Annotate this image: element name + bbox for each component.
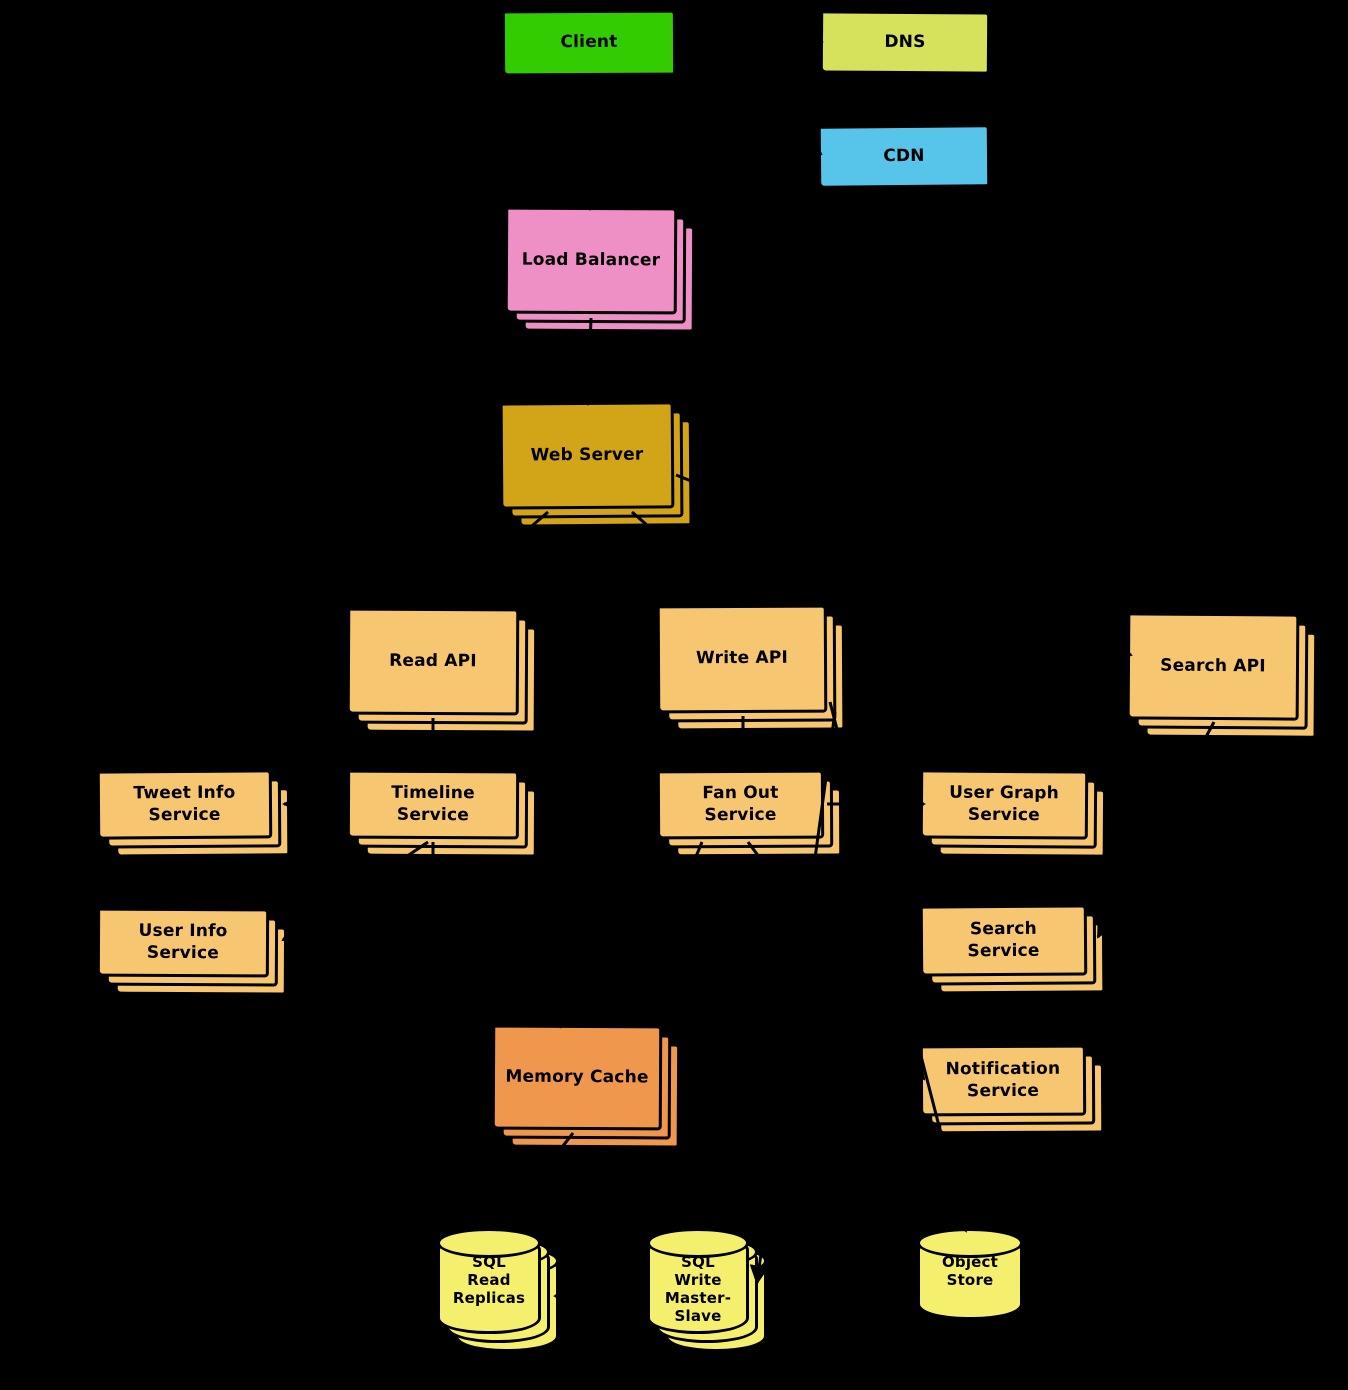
node-dns: DNS bbox=[819, 10, 991, 75]
node-label: Load Balancer bbox=[521, 249, 661, 271]
node-label: User Graph Service bbox=[949, 782, 1060, 825]
node-label: DNS bbox=[884, 31, 926, 53]
node-cdn: CDN bbox=[817, 124, 991, 189]
node-label: Timeline Service bbox=[391, 783, 475, 825]
node-label: Fan Out Service bbox=[702, 783, 779, 825]
node-client: Client bbox=[501, 9, 677, 77]
node-label: Memory Cache bbox=[505, 1066, 649, 1088]
node-box: Search API bbox=[1126, 612, 1300, 721]
node-box: Timeline Service bbox=[346, 769, 520, 840]
node-label: SQL Write Master- Slave bbox=[664, 1253, 732, 1325]
node-box: Load Balancer bbox=[504, 206, 678, 315]
node-web-server: Web Server bbox=[499, 401, 693, 528]
node-write-api: Write API bbox=[656, 604, 846, 732]
edge-sql-write-master-slave-sql-read-replicas bbox=[553, 1285, 646, 1305]
node-box: Web Server bbox=[499, 401, 675, 510]
edge-fan-out-service-memory-cache bbox=[623, 841, 704, 1029]
edge-fan-out-service-notification-service bbox=[746, 841, 926, 1081]
edge-timeline-service-memory-cache bbox=[431, 842, 562, 1029]
node-box: Tweet Info Service bbox=[96, 769, 273, 840]
node-box: CDN bbox=[817, 124, 991, 189]
node-search-api: Search API bbox=[1126, 612, 1318, 739]
database-cylinder: SQL Read Replicas bbox=[437, 1228, 541, 1334]
node-box: Client bbox=[501, 9, 677, 77]
edge-client-cdn bbox=[679, 58, 823, 156]
node-timeline-service: Timeline Service bbox=[346, 769, 538, 858]
node-fan-out-service: Fan Out Service bbox=[656, 769, 843, 858]
node-box: Search Service bbox=[919, 904, 1088, 977]
node-sql-read-replicas: SQL Read Replicas bbox=[437, 1228, 559, 1352]
node-user-graph-service: User Graph Service bbox=[919, 769, 1107, 858]
node-label: Search Service bbox=[967, 919, 1040, 961]
node-tweet-info-service: Tweet Info Service bbox=[96, 769, 291, 858]
database-cylinder: Object Store bbox=[917, 1228, 1023, 1320]
node-label: Object Store bbox=[941, 1253, 999, 1289]
node-box: User Info Service bbox=[96, 907, 270, 978]
node-object-store: Object Store bbox=[917, 1228, 1023, 1320]
node-label: Notification Service bbox=[945, 1058, 1061, 1101]
database-cylinder: SQL Write Master- Slave bbox=[647, 1228, 749, 1334]
node-label: User Info Service bbox=[138, 921, 228, 963]
node-label: SQL Read Replicas bbox=[452, 1253, 526, 1307]
node-user-info-service: User Info Service bbox=[96, 907, 288, 996]
node-label: Tweet Info Service bbox=[133, 782, 236, 825]
node-box: Notification Service bbox=[919, 1044, 1087, 1117]
node-box: DNS bbox=[819, 10, 991, 75]
node-search-service: Search Service bbox=[919, 904, 1106, 995]
node-label: CDN bbox=[883, 145, 925, 167]
edge-client-load-balancer bbox=[580, 78, 600, 211]
node-label: Read API bbox=[389, 650, 477, 672]
node-label: Client bbox=[560, 32, 618, 53]
node-label: Web Server bbox=[530, 444, 644, 466]
node-load-balancer: Load Balancer bbox=[504, 206, 696, 333]
node-sql-write-master-slave: SQL Write Master- Slave bbox=[647, 1228, 767, 1352]
node-box: Write API bbox=[656, 604, 828, 714]
node-memory-cache: Memory Cache bbox=[491, 1024, 681, 1149]
node-read-api: Read API bbox=[346, 607, 538, 734]
node-box: Memory Cache bbox=[491, 1024, 663, 1131]
node-label: Search API bbox=[1160, 655, 1266, 677]
node-box: User Graph Service bbox=[919, 769, 1089, 840]
node-box: Read API bbox=[346, 607, 520, 716]
node-notification-service: Notification Service bbox=[919, 1044, 1105, 1135]
node-box: Fan Out Service bbox=[656, 769, 825, 840]
node-label: Write API bbox=[695, 648, 789, 669]
edge-search-api-search-service bbox=[1096, 721, 1216, 939]
